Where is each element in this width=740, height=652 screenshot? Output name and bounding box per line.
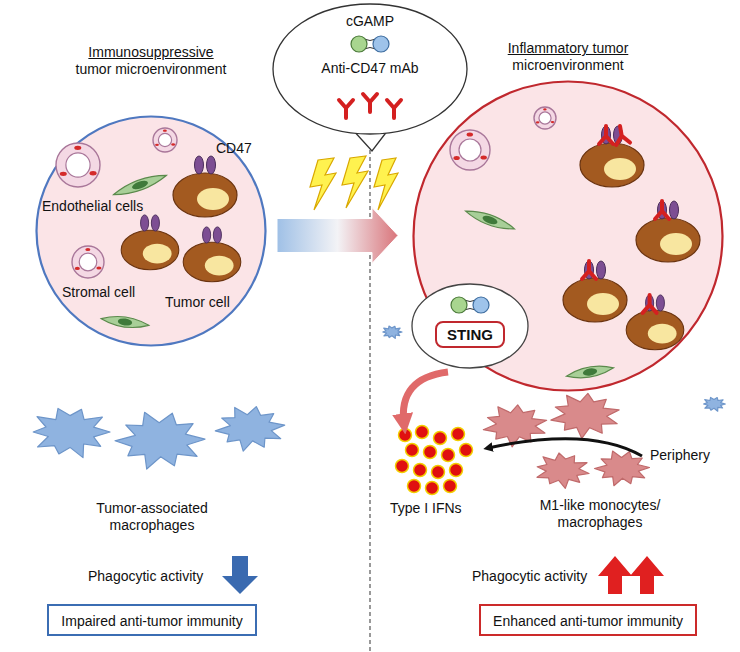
label: Stromal cell	[62, 284, 135, 301]
ifn-dot	[444, 480, 457, 493]
endothelial-cell	[450, 130, 490, 170]
lightning-bolts	[310, 156, 398, 210]
box-text: Enhanced anti-tumor immunity	[493, 613, 683, 629]
macrophage	[215, 407, 284, 452]
endothelial-cell	[699, 299, 700, 300]
speech-bubble: cGAMP Anti-CD47 mAb	[272, 3, 468, 135]
label-box: Impaired anti-tumor immunity	[47, 604, 257, 636]
label: Tumor cell	[165, 294, 230, 311]
ifn-dot	[434, 432, 447, 445]
label: Phagocytic activity	[88, 568, 203, 585]
ifn-dot	[452, 428, 465, 441]
up-arrow	[630, 556, 664, 594]
recruitment-arrow	[488, 439, 642, 456]
up-arrow	[598, 556, 632, 594]
macrophage	[383, 326, 402, 338]
box-text: STING	[447, 326, 493, 343]
macrophage	[704, 397, 726, 411]
label: CD47	[216, 140, 252, 157]
region-heading: Inflammatory tumor microenvironment	[507, 40, 629, 74]
label: Periphery	[650, 447, 710, 464]
ifn-dot	[416, 426, 429, 439]
macrophage	[115, 412, 205, 469]
label-box: STING	[435, 321, 505, 348]
box-text: Impaired anti-tumor immunity	[61, 613, 242, 629]
ifn-dot	[408, 480, 421, 493]
cgamp-symbol	[451, 297, 489, 313]
ifn-dot	[460, 444, 473, 457]
ifn-dot	[396, 460, 409, 473]
endothelial-cell	[534, 107, 556, 129]
ifn-dot	[414, 464, 427, 477]
label-box: Enhanced anti-tumor immunity	[479, 604, 697, 636]
sting-oval	[412, 284, 528, 368]
bubble-text: Anti-CD47 mAb	[272, 60, 468, 77]
ifn-dot	[450, 464, 463, 477]
bubble-text: cGAMP	[272, 13, 468, 30]
down-arrow	[222, 556, 258, 594]
endothelial-cell	[153, 128, 177, 152]
macrophage	[33, 408, 110, 457]
ifn-dot	[406, 444, 419, 457]
region-heading: Immunosuppressive tumor microenvironment	[75, 44, 227, 78]
ifn-dot	[432, 466, 445, 479]
label: Endothelial cells	[42, 198, 143, 215]
macrophage	[537, 453, 589, 488]
label: M1-like monocytes/ macrophages	[530, 497, 670, 531]
endothelial-cell	[56, 143, 100, 187]
ifn-dot	[399, 429, 412, 442]
label: Type I IFNs	[390, 500, 462, 517]
label: Tumor-associated macrophages	[87, 500, 217, 534]
ifn-dot	[426, 482, 439, 495]
endothelial-cell	[72, 246, 104, 278]
macrophage	[551, 393, 619, 438]
ifn-dot	[442, 449, 455, 462]
ifn-secretion-arrow	[403, 372, 448, 424]
label: Phagocytic activity	[472, 568, 587, 585]
ifn-dot	[424, 446, 437, 459]
transition-arrow	[277, 208, 398, 264]
